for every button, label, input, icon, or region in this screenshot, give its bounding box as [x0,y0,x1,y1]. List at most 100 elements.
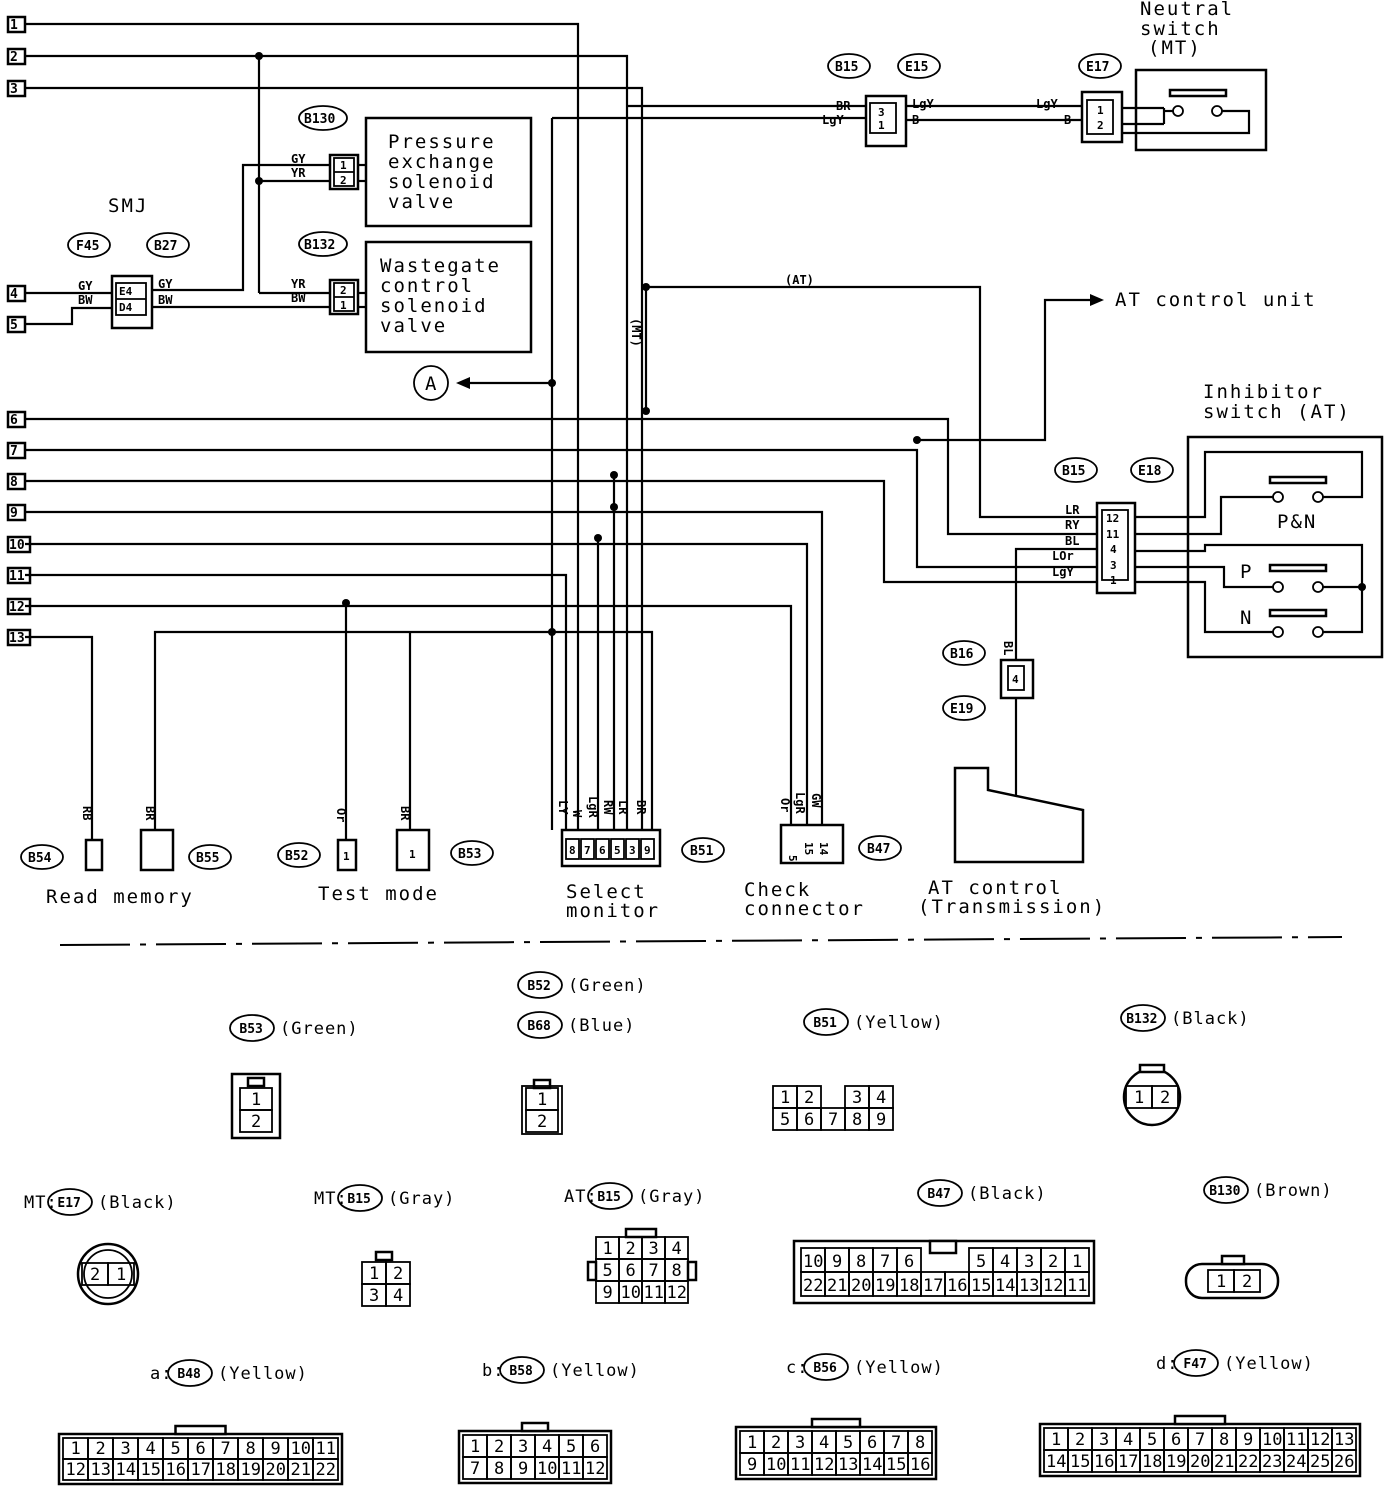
b47-pin-18: 18 [899,1276,919,1296]
legend-prefix-11: b: [482,1361,504,1381]
read-memory-label: Read memory [46,886,194,908]
smj-wire-bw-right: BW [158,293,173,307]
point-a-circle [413,365,449,401]
connector-tag-e15: E15 [905,60,928,75]
b68-pin-1: 1 [537,1090,547,1110]
b56-pin-6: 6 [867,1433,877,1453]
legend-tag-8: B47 [927,1187,950,1202]
b51-pin-8: 8 [569,844,576,857]
b132-cell-2 [1151,1085,1179,1109]
b53-cell-2 [239,1109,273,1133]
b51-wire-ly: LY [556,800,570,815]
b56-pin-4: 4 [819,1433,829,1453]
b53-pin-1: 1 [251,1090,261,1110]
pressure-valve-label-2: exchange [388,151,496,173]
f47-pin-24: 24 [1286,1452,1306,1472]
legend-tag-oval-2 [517,1011,563,1039]
legend-tag-13: F47 [1183,1357,1206,1372]
b48-pin-4: 4 [146,1439,156,1459]
b16-wire-bl: BL [1001,641,1015,655]
b48-pin-13: 13 [91,1460,111,1480]
legend-tag-7: B15 [597,1190,620,1205]
at-control-unit-label: AT control unit [1115,289,1317,311]
terminal-7: 7 [10,444,18,459]
connector-tag-f45: F45 [76,239,99,254]
b58-pin-7: 7 [470,1459,480,1479]
b132-pin-1: 1 [1134,1088,1144,1108]
inhibitor-wire-bl: BL [1065,534,1079,548]
pressure-valve-label-3: solenoid [388,171,496,193]
b68-cell-2 [525,1109,559,1133]
b132-wire-bw: BW [291,291,306,305]
terminal-column: 1 2 3 4 5 6 7 8 9 10 11 12 13 [6,15,32,647]
terminal-13: 13 [9,631,25,646]
b48-pin-10: 10 [291,1439,311,1459]
f47-pin-19: 19 [1166,1452,1186,1472]
b51-pin-5: 5 [780,1110,790,1130]
legend-color-0: (Green) [568,976,647,996]
b15-wire-lgy: LgY [822,113,844,127]
f47-pin-14: 14 [1046,1452,1066,1472]
b51-wire-lgr: LgR [586,796,600,818]
legend-tag-6: B15 [347,1192,370,1207]
b47-pin-14: 14 [817,842,830,856]
connector-tag-b53: B53 [458,847,481,862]
pressure-valve-label-4: valve [388,191,455,213]
b47-pin-7: 7 [880,1252,890,1272]
b51-pin-4: 4 [876,1088,886,1108]
smj-wire-gy-right: GY [158,277,173,291]
connector-tag-b15-inhibitor: B15 [1062,464,1085,479]
b48-pin-11: 11 [316,1439,336,1459]
f47-pin-20: 20 [1190,1452,1210,1472]
smj-pin-d4: D4 [119,301,133,314]
inhibitor-pin-12: 12 [1106,512,1119,525]
legend-color-9: (Brown) [1254,1181,1333,1201]
b132-pin-2: 2 [340,284,347,297]
at-control-trans-label-2: (Transmission) [918,896,1106,918]
n-label: N [1240,607,1253,629]
b58-pin-9: 9 [518,1459,528,1479]
legend-tag-oval-0 [517,971,563,999]
f47-pin-7: 7 [1195,1430,1205,1450]
b130-pin-1: 1 [340,159,347,172]
b58-pin-5: 5 [566,1437,576,1457]
f47-pin-16: 16 [1094,1452,1114,1472]
b48-pin-5: 5 [171,1439,181,1459]
b47-pin-21: 21 [827,1276,847,1296]
b58-latch [520,1421,550,1433]
f47-latch [1173,1414,1227,1426]
b15_at-cell-12 [664,1280,689,1304]
b51-pin-7: 7 [828,1110,838,1130]
b58-pin-6: 6 [590,1437,600,1457]
wires [25,22,1104,840]
inhibitor-wire-lor: LOr [1052,549,1074,563]
legend-tag-oval-9 [1203,1176,1249,1204]
b15_at-pin-2: 2 [626,1239,636,1259]
legend-prefix-12: c: [786,1358,808,1378]
b51-pin-6: 6 [804,1110,814,1130]
legend-color-10: (Yellow) [218,1364,308,1384]
legend-color-6: (Gray) [388,1189,455,1209]
legend-tag-9: B130 [1209,1184,1240,1199]
connector-tag-b52: B52 [285,849,308,864]
legend-tag-5: E17 [57,1196,80,1211]
b48-pin-6: 6 [196,1439,206,1459]
select-monitor-label-1: Select [566,881,647,903]
b48-pin-2: 2 [96,1439,106,1459]
b56-pin-14: 14 [862,1455,882,1475]
b56-pin-9: 9 [747,1455,757,1475]
b130-pin-2: 2 [340,174,347,187]
b51-pin-7: 7 [584,844,591,857]
b47-pin-9: 9 [832,1252,842,1272]
smj-wire-gy-left: GY [78,279,93,293]
test-mode-label: Test mode [318,883,439,905]
b53-latch [246,1076,266,1088]
b47-cell-11 [1064,1271,1090,1297]
connector-tag-e18: E18 [1138,464,1162,479]
b47-pin-16: 16 [947,1276,967,1296]
legend-color-8: (Black) [968,1184,1047,1204]
b48-pin-19: 19 [241,1460,261,1480]
terminal-1: 1 [10,18,18,33]
f47-pin-2: 2 [1075,1430,1085,1450]
